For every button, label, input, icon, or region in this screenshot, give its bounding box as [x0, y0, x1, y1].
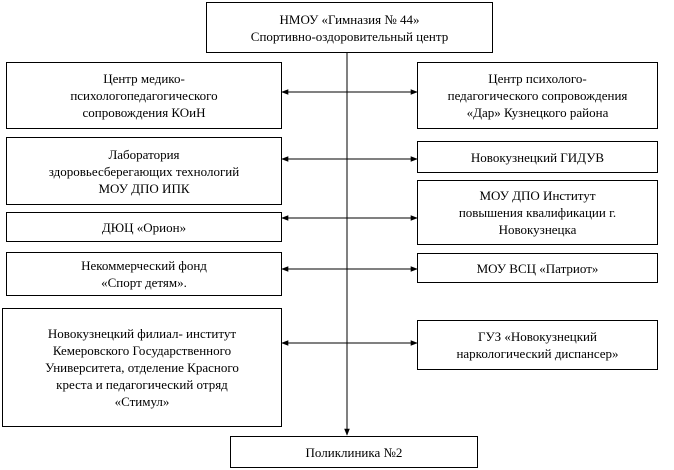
right-box-patriot: МОУ ВСЦ «Патриот» [417, 253, 658, 283]
left-box-sport-fund: Некоммерческий фонд «Спорт детям». [6, 252, 282, 296]
polyclinic-box: Поликлиника №2 [230, 436, 478, 468]
right-box-narcology: ГУЗ «Новокузнецкий наркологический диспа… [417, 320, 658, 370]
right-box-giduv: Новокузнецкий ГИДУВ [417, 141, 658, 173]
left-box-kemgu-branch: Новокузнецкий филиал- институт Кемеровск… [2, 308, 282, 427]
left-box-koin: Центр медико- психологопедагогического с… [6, 62, 282, 129]
gymnasium-center-box: НМОУ «Гимназия № 44» Спортивно-оздоровит… [206, 2, 493, 53]
right-box-ipk-institute: МОУ ДПО Институт повышения квалификации … [417, 180, 658, 245]
right-box-dar: Центр психолого- педагогического сопрово… [417, 62, 658, 129]
left-box-ipk-lab: Лаборатория здоровьесберегающих технолог… [6, 137, 282, 205]
left-box-orion: ДЮЦ «Орион» [6, 212, 282, 242]
